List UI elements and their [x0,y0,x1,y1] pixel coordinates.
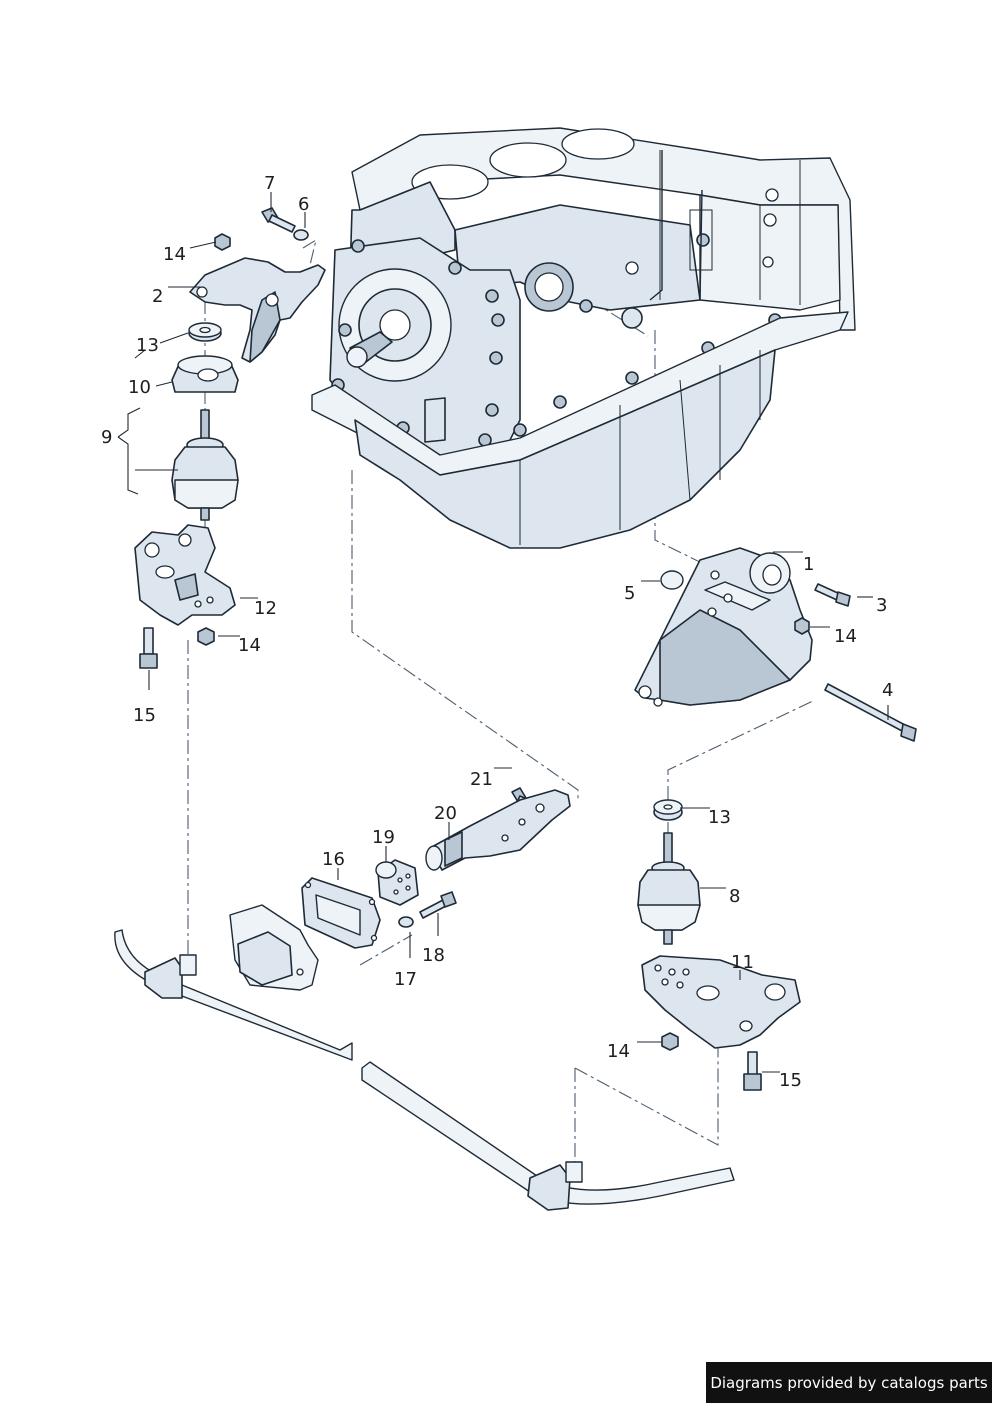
bracket-part-1 [634,547,813,707]
callout-21: 21 [470,769,493,790]
housing-part-16 [301,877,381,949]
callout-1: 1 [803,554,814,575]
callout-15-right: 15 [779,1070,802,1091]
callout-14-top: 14 [163,244,186,265]
bolt-part-15-left [139,627,158,669]
callout-14-right-upper: 14 [834,626,857,647]
engine-mount-part-8 [637,832,701,945]
bracket-part-12 [134,524,236,626]
engine-mount-part-9 [171,409,239,521]
callout-18: 18 [422,945,445,966]
subframe-bracket [229,904,319,991]
nut-part-14-lower-left [197,627,215,646]
torque-rod-part-20 [425,789,571,871]
callout-11: 11 [731,952,754,973]
leader-lines [117,192,889,1073]
callout-13-right: 13 [708,807,731,828]
credit-banner: Diagrams provided by catalogs parts [706,1362,992,1403]
callout-12: 12 [254,598,277,619]
callout-20: 20 [434,803,457,824]
washer-part-6 [293,229,309,241]
bolt-part-15-right [743,1051,762,1091]
callout-10: 10 [128,377,151,398]
callout-8: 8 [729,886,740,907]
nut-part-14-right-lower [661,1032,679,1051]
bushing-part-19 [375,859,419,906]
washer-part-13-right [653,799,683,821]
callout-labels: 7 6 14 2 13 10 9 12 14 15 1 5 3 14 4 21 … [101,173,893,1091]
o-ring-part-5 [660,570,684,590]
callout-19: 19 [372,827,395,848]
washer-part-13-left [188,322,222,342]
bolt-part-18 [419,891,457,919]
washer-part-17 [398,916,414,928]
callout-15-left: 15 [133,705,156,726]
callout-14-right-lower: 14 [607,1041,630,1062]
callout-5: 5 [624,583,635,604]
callout-16: 16 [322,849,345,870]
callout-13-left: 13 [136,335,159,356]
stabilizer-bar [114,929,735,1211]
credit-text: Diagrams provided by catalogs parts [710,1373,988,1392]
engine-block [311,127,856,549]
bolt-part-3 [814,583,851,607]
cap-part-10 [171,355,239,393]
bracket-part-11 [641,955,801,1049]
callout-17: 17 [394,969,417,990]
callout-6: 6 [298,194,309,215]
bolt-part-4 [824,683,917,742]
nut-part-14-top [214,233,231,251]
bracket-part-2 [189,257,326,363]
callout-2: 2 [152,286,163,307]
callout-9: 9 [101,427,112,448]
callout-14-lower-left: 14 [238,635,261,656]
nut-part-14-right-upper [794,617,810,635]
callout-4: 4 [882,680,893,701]
callout-7: 7 [264,173,275,194]
callout-3: 3 [876,595,887,616]
bolt-part-7 [261,207,296,233]
